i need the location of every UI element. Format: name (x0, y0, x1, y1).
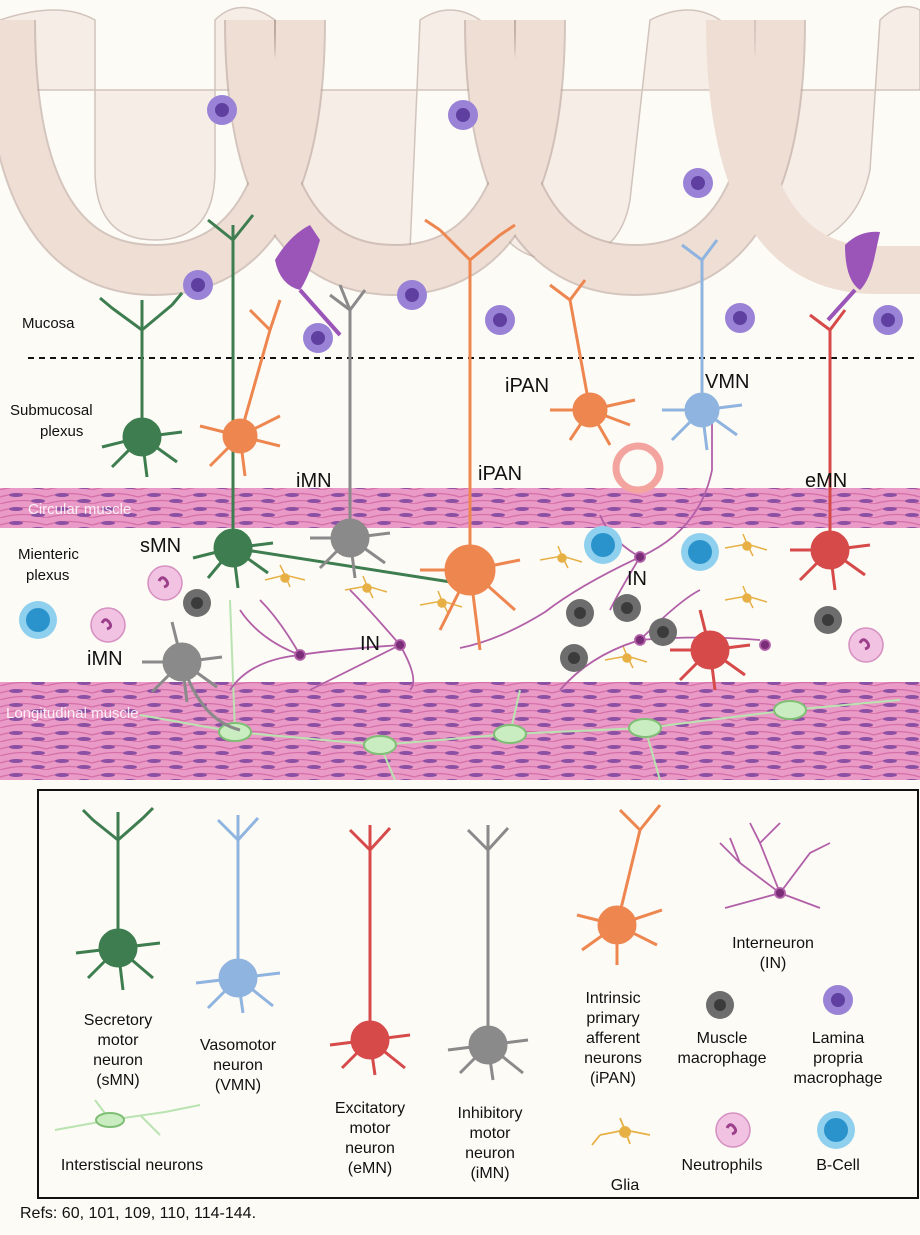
legend-smn-label-1: Secretory (84, 1012, 152, 1029)
emn-neurons (670, 309, 871, 691)
legend-muscle-macrophage-label-1: Muscle (697, 1030, 748, 1047)
legend-emn-label-4: (eMN) (348, 1160, 392, 1177)
legend-imn-label-1: Inhibitory (458, 1105, 523, 1122)
blood-vessel (612, 442, 664, 494)
legend-interstitial-label: Interstiscial neurons (61, 1157, 203, 1174)
longitudinal-muscle-label: Longitudinal muscle (6, 705, 139, 722)
legend-interneuron-label-1: Interneuron (732, 935, 814, 952)
imn-left-label: iMN (87, 648, 123, 670)
legend-ipan-label-5: (iPAN) (590, 1070, 636, 1087)
vmn-neurons (662, 239, 743, 451)
legend-lamina-macrophage-label-1: Lamina (812, 1030, 865, 1047)
legend-neutrophil-icon (714, 1111, 752, 1149)
circular-muscle-label: Circular muscle (28, 501, 131, 518)
references: Refs: 60, 101, 109, 110, 114-144. (20, 1205, 257, 1222)
smn-neurons (99, 214, 471, 589)
legend-neutrophils-label: Neutrophils (682, 1157, 763, 1174)
legend-bcell-icon (817, 1111, 855, 1149)
ipan-top-label: iPAN (505, 375, 549, 397)
submucosal-label-2: plexus (40, 423, 83, 440)
legend-interneuron-icon (719, 822, 831, 909)
legend-ipan-label-4: neurons (584, 1050, 642, 1067)
legend-interstitial-icon (54, 1099, 201, 1136)
legend-imn-icon (447, 825, 529, 1081)
legend-glia-label: Glia (611, 1177, 640, 1194)
in-right-label: IN (627, 568, 647, 590)
legend-lamina-macrophage-label-3: macrophage (794, 1070, 883, 1087)
legend-vmn-label-2: neuron (213, 1057, 263, 1074)
legend-muscle-macrophage-label-2: macrophage (678, 1050, 767, 1067)
enteroendocrine-cells (275, 225, 880, 337)
legend-smn-label-2: motor (98, 1032, 140, 1049)
glia-cells (264, 533, 768, 669)
imn-mid-label: iMN (296, 470, 332, 492)
ipan-mid-label: iPAN (478, 463, 522, 485)
vmn-label: VMN (705, 371, 749, 393)
legend-smn-label-4: (sMN) (96, 1072, 140, 1089)
legend-vmn-label-1: Vasomotor (200, 1037, 277, 1054)
circular-muscle-layer (0, 488, 920, 528)
interstitial-neurons (139, 599, 901, 781)
legend-muscle-macrophage-icon (706, 991, 734, 1019)
legend-emn-icon (329, 825, 411, 1076)
legend-emn-label-2: motor (350, 1120, 392, 1137)
legend-smn-label-3: neuron (93, 1052, 143, 1069)
legend-emn-label-1: Excitatory (335, 1100, 405, 1117)
legend-emn-label-3: neuron (345, 1140, 395, 1157)
legend-bcell-label: B-Cell (816, 1157, 860, 1174)
mucosa-label: Mucosa (22, 315, 75, 332)
legend-lamina-macrophage-label-2: propria (813, 1050, 863, 1067)
legend-imn-label-2: motor (470, 1125, 512, 1142)
legend-imn-label-4: (iMN) (470, 1165, 509, 1182)
legend-imn-label-3: neuron (465, 1145, 515, 1162)
legend-ipan-label-2: primary (586, 1010, 639, 1027)
longitudinal-muscle-layer (0, 682, 920, 780)
legend-vmn-icon (195, 815, 281, 1014)
submucosal-label-1: Submucosal (10, 402, 93, 419)
smn-label: sMN (140, 535, 181, 557)
legend-smn-icon (75, 806, 161, 991)
legend-interneuron-label-2: (IN) (760, 955, 787, 972)
legend-glia-icon (591, 1117, 651, 1146)
legend-vmn-label-3: (VMN) (215, 1077, 261, 1094)
legend-ipan-icon (576, 804, 663, 965)
legend-ipan-label-3: afferent (586, 1030, 641, 1047)
myenteric-label-2: plexus (26, 567, 69, 584)
imn-neurons (142, 284, 391, 732)
myenteric-label-1: Mienteric (18, 546, 79, 563)
legend-box (37, 789, 919, 1199)
intestinal-epithelium (0, 5, 920, 297)
in-left-label: IN (360, 633, 380, 655)
emn-label: eMN (805, 470, 847, 492)
ipan-neurons (199, 218, 636, 651)
legend-ipan-label-1: Intrinsic (585, 990, 640, 1007)
legend-lamina-macrophage-icon (823, 985, 853, 1015)
